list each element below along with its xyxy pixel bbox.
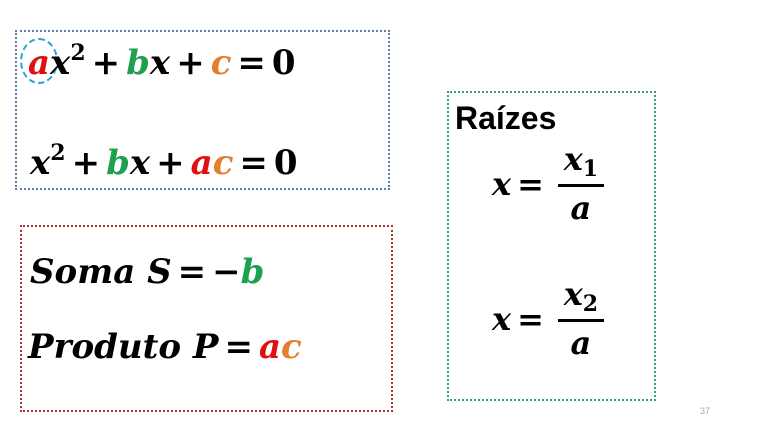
numerator: x2: [560, 275, 602, 319]
root1-formula: x = x1 a: [492, 140, 604, 227]
roots-box: [447, 91, 656, 401]
product-var: P: [192, 327, 219, 367]
subscript: 1: [582, 156, 599, 182]
plus: +: [176, 43, 205, 83]
equals: =: [239, 143, 268, 183]
exponent: 2: [50, 140, 66, 166]
highlight-circle: [20, 38, 58, 84]
coef-b: b: [106, 143, 130, 183]
equals: =: [177, 252, 207, 292]
denominator: a: [570, 189, 592, 227]
denominator: a: [570, 324, 592, 362]
coef-b: b: [126, 43, 150, 83]
zero: 0: [273, 143, 298, 183]
fraction-bar: [557, 184, 604, 187]
equation-standard: ax2+bx+c=0: [28, 40, 296, 83]
equations-box: [15, 30, 390, 190]
numerator: x1: [560, 140, 602, 184]
subscript: 2: [582, 291, 599, 317]
var-x: x: [563, 275, 583, 313]
var-x: x: [492, 164, 512, 203]
fraction-bar: [557, 319, 604, 322]
var-x: x: [50, 43, 71, 83]
coef-a: a: [28, 43, 51, 83]
coef-b: b: [240, 252, 265, 292]
equation-transformed: x2+bx+ac=0: [30, 140, 298, 183]
sum-var: S: [147, 252, 172, 292]
roots-title: Raízes: [455, 100, 557, 136]
coef-a: a: [190, 143, 213, 183]
var-x: x: [30, 143, 51, 183]
sum-product-box: [20, 225, 393, 412]
product-label: Produto: [28, 327, 182, 367]
equals: =: [517, 299, 544, 338]
coef-a: a: [258, 327, 281, 367]
sum-formula: Soma S=−b: [30, 252, 264, 292]
zero: 0: [271, 43, 296, 83]
equals: =: [517, 164, 544, 203]
coef-c: c: [281, 327, 302, 367]
var-x: x: [149, 43, 171, 83]
page-number: 37: [700, 406, 711, 416]
equals: =: [224, 327, 253, 367]
coef-c: c: [212, 143, 234, 183]
equals: =: [237, 43, 266, 83]
plus: +: [71, 143, 101, 183]
product-formula: Produto P=ac: [28, 327, 302, 367]
fraction: x1 a: [557, 140, 604, 227]
var-x: x: [129, 143, 151, 183]
var-x: x: [563, 140, 583, 178]
plus: +: [91, 43, 121, 83]
plus: +: [156, 143, 185, 183]
sum-label: Soma: [30, 252, 136, 292]
minus: −: [212, 252, 241, 292]
exponent: 2: [70, 40, 86, 66]
var-x: x: [492, 299, 512, 338]
fraction: x2 a: [557, 275, 604, 362]
root2-formula: x = x2 a: [492, 275, 604, 362]
coef-c: c: [210, 43, 232, 83]
